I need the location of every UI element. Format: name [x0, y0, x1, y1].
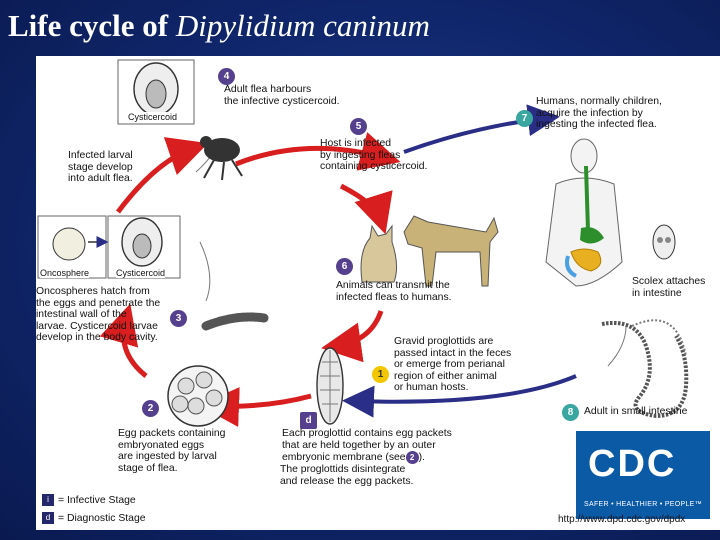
- life-cycle-diagram: Cysticercoid Oncosphere Cysticercoid 4 A…: [36, 56, 720, 530]
- stage-ref-2: 2: [405, 451, 419, 465]
- larval-stage-text: Infected larval stage develop into adult…: [68, 150, 133, 185]
- cdc-logo: CDC SAFER • HEALTHIER • PEOPLE™: [576, 431, 710, 519]
- diagnostic-stage-icon: d: [42, 512, 54, 524]
- stage-marker-6: 6: [336, 258, 353, 275]
- stage-marker-2: 2: [142, 400, 159, 417]
- stage-3-text: Oncospheres hatch from the eggs and pene…: [36, 286, 161, 344]
- source-url: http://www.dpd.cdc.gov/dpdx: [558, 514, 686, 525]
- cysticercoid-label: Cysticercoid: [116, 268, 166, 278]
- cdc-logo-text: CDC: [588, 443, 677, 485]
- stage-marker-7: 7: [516, 110, 533, 127]
- arrow-eggs-to-larva: [99, 303, 148, 378]
- scolex-text: Scolex attaches in intestine: [632, 276, 706, 299]
- stage-marker-1: 1: [372, 366, 389, 383]
- stage-2-text: Egg packets containing embryonated eggs …: [118, 428, 226, 474]
- arrow-host-to-animals: [339, 183, 393, 235]
- stage-1-text: Gravid proglottids are passed intact in …: [394, 336, 512, 394]
- arrow-larval-to-adult: [115, 137, 209, 214]
- cdc-tagline: SAFER • HEALTHIER • PEOPLE™: [579, 501, 707, 508]
- cysticercoid-box-label: Cysticercoid: [128, 112, 178, 122]
- oncosphere-label: Oncosphere: [40, 268, 90, 278]
- stage-marker-5: 5: [350, 118, 367, 135]
- diagnostic-marker-d: d: [300, 412, 317, 429]
- stage-8-text: Adult in small intestine: [584, 406, 688, 417]
- legend-infective: i= Infective Stage: [42, 494, 136, 506]
- legend-diagnostic: d= Diagnostic Stage: [42, 512, 146, 524]
- stage-4-text: Adult flea harbours the infective cystic…: [224, 84, 340, 107]
- stage-7-text: Humans, normally children, acquire the i…: [536, 96, 662, 131]
- arrow-human-to-feces: [342, 374, 577, 418]
- slide-title: Life cycle of Dipylidium caninum: [8, 8, 430, 43]
- stage-5-text: Host is infected by ingesting fleas cont…: [320, 138, 428, 173]
- stage-6-text: Animals can transmit the infected fleas …: [336, 280, 452, 303]
- stage-marker-4: 4: [218, 68, 235, 85]
- proglottid-disintegrate-text: The proglottids disintegrate and release…: [280, 464, 414, 487]
- proglottid-text: Each proglottid contains egg packets tha…: [282, 428, 452, 465]
- infective-stage-icon: i: [42, 494, 54, 506]
- stage-marker-8: 8: [562, 404, 579, 421]
- arrow-flea-to-host: [235, 132, 401, 171]
- arrow-animals-to-feces: [321, 310, 384, 363]
- stage-marker-3: 3: [170, 310, 187, 327]
